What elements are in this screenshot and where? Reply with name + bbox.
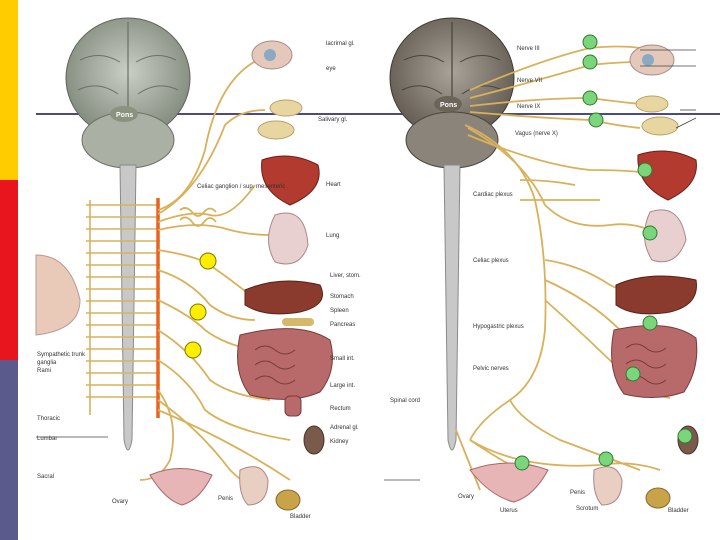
organ-label: Ovary <box>112 499 128 505</box>
left-spinal-cord <box>119 164 137 451</box>
right-marker-1 <box>582 34 598 50</box>
right-marker-2 <box>582 54 598 70</box>
organ-label: lacrimal gl. <box>326 41 355 47</box>
organ-label: Scrotum <box>576 506 598 512</box>
left-bladder <box>275 489 301 511</box>
left-lung <box>268 212 309 265</box>
left-penis <box>239 466 269 506</box>
organ-label: Bladder <box>668 508 689 514</box>
left-marker-1 <box>199 252 217 270</box>
organ-label: Rectum <box>330 406 351 412</box>
left-stomach-liver <box>244 280 323 315</box>
left-kidney <box>303 425 325 455</box>
right-marker-5 <box>637 162 653 178</box>
organ-label: Lumbar <box>37 436 57 442</box>
right-marker-6 <box>642 225 658 241</box>
left-markers <box>184 252 217 359</box>
right-cerebellum <box>405 111 499 169</box>
left-pons-shape <box>110 106 138 122</box>
right-marker-3 <box>582 90 598 106</box>
left-pancreas <box>282 318 314 326</box>
right-stomach-liver <box>615 275 697 315</box>
left-salivary-top <box>269 99 303 117</box>
right-markers <box>514 34 693 471</box>
right-panel-parasympathetic: Pons <box>384 17 699 514</box>
organ-label: Pancreas <box>330 322 355 328</box>
organ-label: eye <box>326 66 336 72</box>
organ-label: Penis <box>570 490 585 496</box>
organ-label: Thoracic <box>37 416 60 422</box>
right-penis <box>593 466 623 506</box>
left-rectum <box>284 395 302 417</box>
left-salivary-bottom <box>257 120 295 140</box>
right-marker-9 <box>598 451 614 467</box>
organ-label: Adrenal gl. <box>330 425 359 431</box>
right-marker-8 <box>625 366 641 382</box>
right-intestines <box>611 325 698 398</box>
right-uterus <box>469 462 549 503</box>
title-divider-line <box>36 113 720 115</box>
accent-yellow <box>0 0 18 180</box>
accent-red <box>0 180 18 360</box>
organ-label: Cardiac plexus <box>473 192 513 198</box>
right-labels: Nerve III Nerve VII Nerve IX Vagus (nerv… <box>390 46 689 514</box>
left-sympathetic-ladder <box>86 200 160 415</box>
organ-label: Vagus (nerve X) <box>515 131 558 137</box>
organ-label: Nerve VII <box>517 78 542 84</box>
slide-accent-bar <box>0 0 18 540</box>
organ-label: Salivary gl. <box>318 117 348 123</box>
left-skin-structure <box>35 254 81 336</box>
organ-label: Celiac ganglion / sup. mesenteric <box>197 184 285 190</box>
organ-label: Heart <box>326 182 341 188</box>
right-nerves <box>455 45 671 491</box>
organ-label: Stomach <box>330 294 354 300</box>
organ-label: Liver, stom. <box>330 273 361 279</box>
organ-label: Small int. <box>330 356 355 362</box>
right-pons-shape <box>434 96 462 112</box>
organ-label: Celiac plexus <box>473 258 509 264</box>
organ-label: Spinal cord <box>390 398 420 404</box>
left-marker-2 <box>189 303 207 321</box>
right-bladder <box>645 487 671 509</box>
organ-label: Rami <box>37 368 51 374</box>
organ-label: Spleen <box>330 308 349 314</box>
organ-label: Nerve III <box>517 46 540 52</box>
organ-label: Ovary <box>458 494 474 500</box>
left-labels: lacrimal gl. eye Salivary gl. Celiac gan… <box>37 41 361 520</box>
right-spinal-cord <box>443 164 461 451</box>
organ-label: ganglia <box>37 360 57 366</box>
left-heart <box>261 155 320 206</box>
right-marker-10 <box>677 428 693 444</box>
left-marker-3 <box>184 341 202 359</box>
organ-label: Large int. <box>330 383 355 389</box>
right-salivary-top <box>635 95 669 113</box>
left-panel-sympathetic: Pons <box>35 17 361 520</box>
right-salivary-bottom <box>641 116 679 136</box>
organ-label: Sympathetic trunk <box>37 352 86 358</box>
left-intestines <box>237 328 333 400</box>
right-heart <box>637 150 697 201</box>
organ-label: Penis <box>218 496 233 502</box>
right-marker-7 <box>642 315 658 331</box>
organ-label: Sacral <box>37 474 54 480</box>
organ-label: Nerve IX <box>517 104 540 110</box>
left-pons-label: Pons <box>116 112 133 119</box>
organ-label: Uterus <box>500 508 518 514</box>
right-marker-4 <box>588 112 604 128</box>
organ-label: Hypogastric plexus <box>473 324 524 330</box>
organ-label: Pelvic nerves <box>473 366 509 372</box>
organ-label: Lung <box>326 233 339 239</box>
organ-label: Kidney <box>330 439 348 445</box>
right-marker-11 <box>514 455 530 471</box>
left-uterus <box>149 468 213 506</box>
organ-label: Bladder <box>290 514 311 520</box>
right-pons-label: Pons <box>440 102 457 109</box>
accent-blue <box>0 360 18 540</box>
